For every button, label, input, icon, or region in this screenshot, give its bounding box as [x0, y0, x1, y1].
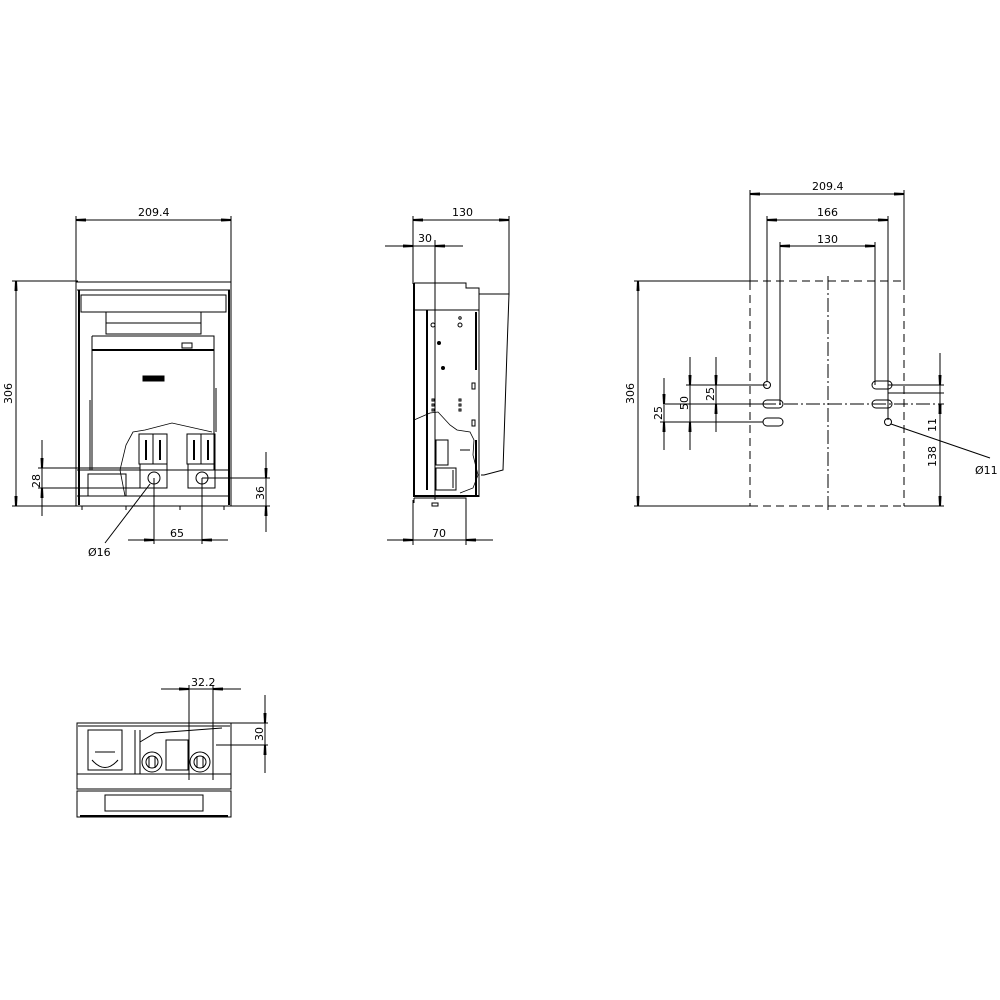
- mounting-view: [634, 190, 991, 510]
- front-dim-28-label: 28: [30, 474, 43, 488]
- mount-dim-25b-label: 25: [652, 406, 665, 420]
- front-width-label: 209.4: [138, 206, 170, 219]
- mount-dim-25a-label: 25: [704, 387, 717, 401]
- bottom-width-label: 32.2: [191, 676, 216, 689]
- bottom-height-label: 30: [253, 727, 266, 741]
- mount-height-label: 306: [624, 383, 637, 404]
- mount-width-mid-label: 166: [817, 206, 838, 219]
- mount-dim-11-label: 11: [926, 418, 939, 432]
- front-dim-36-label: 36: [254, 486, 267, 500]
- front-hole-label: Ø16: [88, 546, 111, 559]
- mount-width-outer-label: 209.4: [812, 180, 844, 193]
- side-depth-label: 130: [452, 206, 473, 219]
- mount-dim-50-label: 50: [678, 396, 691, 410]
- side-view: [385, 216, 510, 545]
- bottom-view: [76, 685, 268, 818]
- mount-width-inner-label: 130: [817, 233, 838, 246]
- front-dim-65-label: 65: [170, 527, 184, 540]
- front-view: [12, 216, 270, 544]
- mount-dim-138-label: 138: [926, 446, 939, 467]
- side-offset-label: 30: [418, 232, 432, 245]
- front-height-label: 306: [2, 383, 15, 404]
- side-bottom-label: 70: [432, 527, 446, 540]
- mount-hole-label: Ø11: [975, 464, 998, 477]
